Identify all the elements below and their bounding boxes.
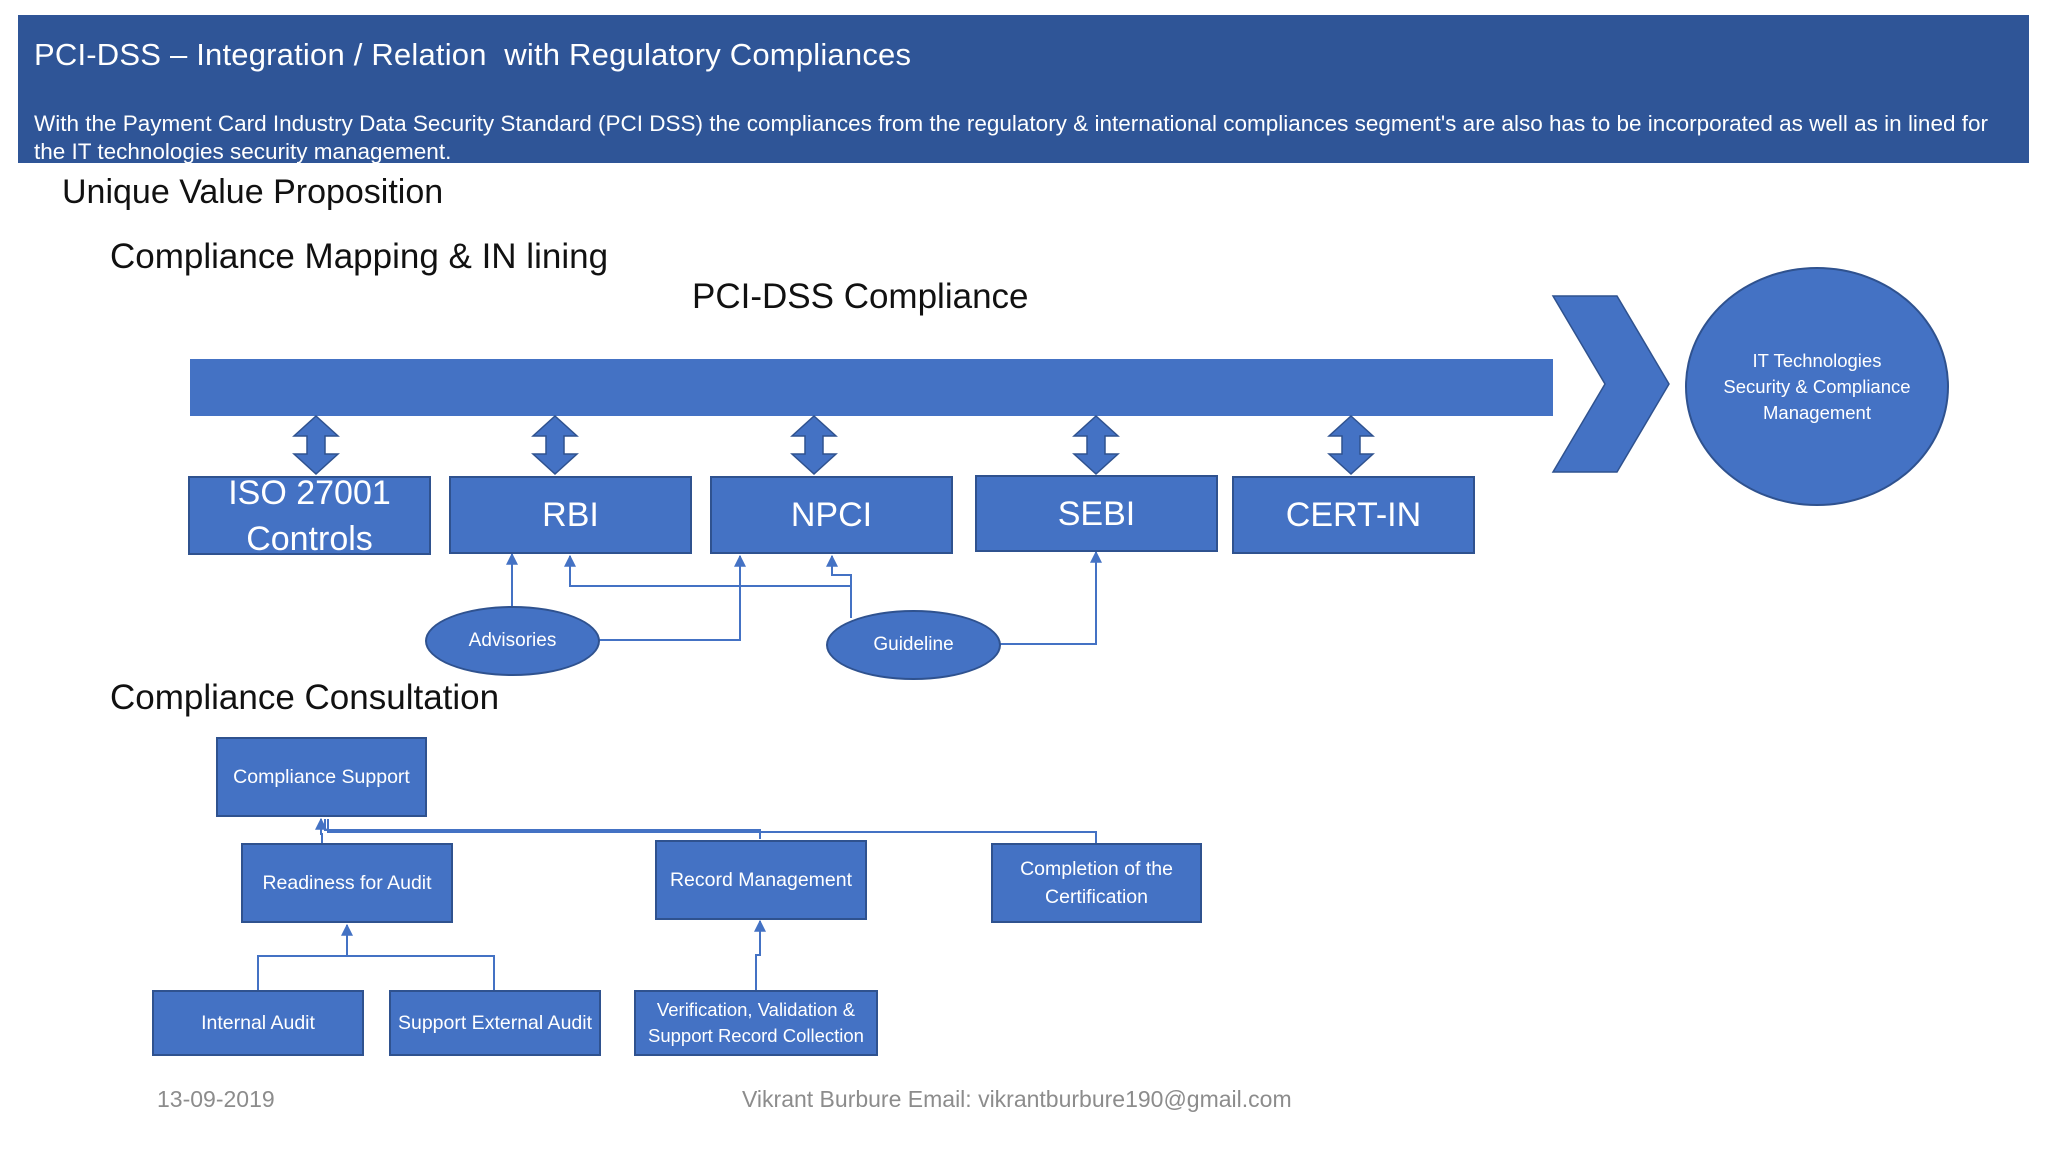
pci-compliance-bar <box>190 359 1553 416</box>
box-readiness-for-audit: Readiness for Audit <box>241 843 453 923</box>
box-internal-audit: Internal Audit <box>152 990 364 1056</box>
box-support-external-audit: Support External Audit <box>389 990 601 1056</box>
box-rbi: RBI <box>449 476 692 554</box>
connector-advisories-npci <box>599 554 746 641</box>
heading-unique-value-proposition: Unique Value Proposition <box>62 173 444 211</box>
connector-internal-readiness <box>257 923 353 990</box>
box-compliance-support: Compliance Support <box>216 737 427 817</box>
connector-readiness-support <box>315 817 327 843</box>
box-iso-27001: ISO 27001 Controls <box>188 474 431 558</box>
ellipse-advisories: Advisories <box>425 606 600 676</box>
page-description: With the Payment Card Industry Data Secu… <box>34 111 1988 164</box>
header-banner: PCI-DSS – Integration / Relation with Re… <box>18 15 2029 164</box>
double-arrow-certin-icon <box>1327 414 1375 476</box>
double-arrow-iso-icon <box>292 414 340 476</box>
box-sebi: SEBI <box>975 475 1218 552</box>
connector-completion-support <box>327 819 1097 843</box>
double-arrow-rbi-icon <box>531 414 579 476</box>
box-npci: NPCI <box>710 476 953 554</box>
connector-guideline-sebi <box>1000 550 1102 645</box>
connector-guideline-npci <box>826 554 852 586</box>
box-verification-validation: Verification, Validation & Support Recor… <box>634 990 878 1056</box>
ellipse-it-security-management: IT Technologies Security & Compliance Ma… <box>1685 267 1949 506</box>
connector-record-support <box>324 819 761 839</box>
connector-verification-record <box>754 919 766 990</box>
connector-external-readiness <box>347 955 495 990</box>
footer-date: 13-09-2019 <box>157 1086 275 1112</box>
footer-author: Vikrant Burbure Email: vikrantburbure190… <box>742 1086 1292 1112</box>
box-record-management: Record Management <box>655 840 867 920</box>
double-arrow-npci-icon <box>790 414 838 476</box>
connector-guideline-rbi <box>564 554 852 618</box>
double-arrow-icon <box>292 414 1375 476</box>
heading-compliance-consultation: Compliance Consultation <box>110 678 500 717</box>
box-cert-in: CERT-IN <box>1232 476 1475 554</box>
page-title: PCI-DSS – Integration / Relation with Re… <box>34 37 912 72</box>
box-completion-certification: Completion of the Certification <box>991 843 1202 923</box>
ellipse-guideline: Guideline <box>826 610 1001 680</box>
double-arrow-sebi-icon <box>1072 414 1120 476</box>
heading-compliance-mapping: Compliance Mapping & IN lining <box>110 237 609 276</box>
chevron-arrow-icon <box>1551 295 1670 473</box>
heading-pci-dss-compliance: PCI-DSS Compliance <box>692 277 1029 316</box>
